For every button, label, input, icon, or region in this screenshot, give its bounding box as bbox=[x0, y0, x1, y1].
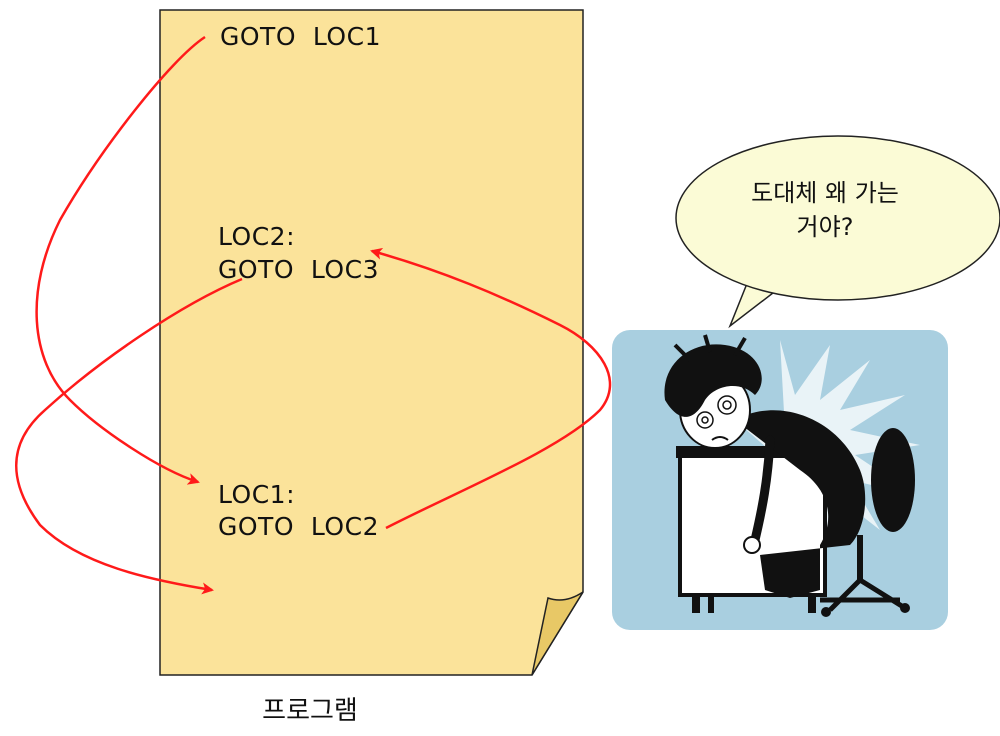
code-goto-loc2: GOTO LOC2 bbox=[218, 512, 379, 541]
speech-line-1: 도대체 왜 가는 bbox=[751, 179, 899, 207]
speech-line-2: 거야? bbox=[796, 213, 854, 241]
paper-fold bbox=[531, 591, 584, 676]
program-caption: 프로그램 bbox=[262, 696, 358, 726]
speech-bubble-text: 도대체 왜 가는 거야? bbox=[730, 176, 920, 244]
speech-bubble bbox=[675, 135, 1000, 329]
dizzy-face-icon bbox=[664, 334, 762, 449]
code-goto-loc3: GOTO LOC3 bbox=[218, 255, 379, 284]
code-loc1-label: LOC1: bbox=[218, 480, 295, 509]
arrow-goto-loc3 bbox=[15, 277, 243, 595]
program-paper bbox=[159, 9, 584, 676]
confused-programmer-clipart bbox=[612, 330, 948, 630]
code-goto-loc1: GOTO LOC1 bbox=[220, 22, 381, 51]
arrow-goto-loc2 bbox=[370, 247, 612, 530]
code-loc2-label: LOC2: bbox=[218, 222, 295, 251]
arrow-goto-loc1 bbox=[35, 35, 206, 485]
